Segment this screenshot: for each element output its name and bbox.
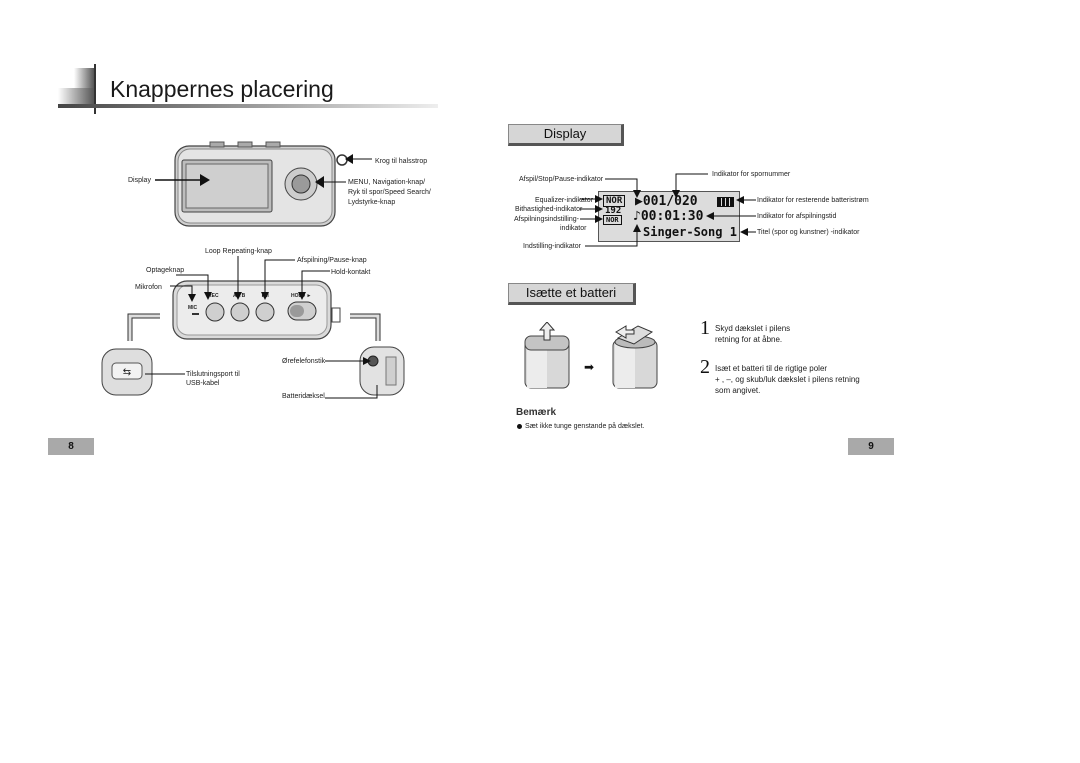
step-arrow: ➡ [584, 360, 595, 374]
btn-rec-label: REC [208, 293, 219, 299]
top-callout-arrows [170, 256, 330, 302]
note-title: Bemærk [516, 407, 557, 418]
note-text: Sæt ikke tunge genstande på dækslet. [525, 423, 645, 430]
label-playmode-1: Afspilningsindstilling- [514, 216, 579, 223]
step2-number: 2 [700, 356, 710, 378]
battery-step2-illustration [608, 322, 663, 390]
label-hold: Hold-kontakt [331, 269, 371, 276]
label-playmode-2: indikator [560, 225, 587, 232]
step2-line2: + , –, og skub/luk dækslet i pilens retn… [715, 375, 860, 384]
device-top-illustration [170, 278, 345, 344]
label-display: Display [128, 177, 151, 184]
label-strap: Krog til halsstrop [375, 158, 428, 165]
page-number-left: 8 [48, 438, 94, 455]
lcd-track: ▶001/020 [635, 194, 698, 209]
usb-callout [145, 373, 185, 375]
label-battery-indicator: Indikator for resterende batteristrøm [757, 197, 869, 204]
earphone-end-illustration [358, 345, 408, 397]
step1-line2: retning for at åbne. [715, 335, 783, 344]
svg-text:⇆: ⇆ [123, 367, 131, 378]
label-usb-1: Tilslutningsport til [186, 371, 240, 378]
label-playtime: Indikator for afspilningstid [757, 213, 837, 220]
label-track-no: Indikator for spornummer [712, 171, 791, 178]
label-mic: Mikrofon [135, 284, 162, 291]
battery-step1-illustration [520, 321, 575, 390]
label-settings: Indstilling-indikator [523, 243, 581, 250]
title-decoration [58, 64, 102, 114]
label-title-indicator: Titel (spor og kunstner) -indikator [757, 229, 860, 236]
label-battery-cover: Batteridæksel [282, 393, 325, 400]
lcd-mode: NOR [603, 215, 622, 225]
rotate-right-arrow [350, 313, 381, 341]
step1-line1: Skyd dækslet i pilens [715, 324, 791, 333]
earphone-callouts [325, 357, 378, 399]
page-title: Knappernes placering [110, 76, 334, 102]
title-underline [58, 104, 438, 108]
usb-end-illustration: ⇆ [100, 347, 155, 397]
label-play-stop: Afspil/Stop/Pause-indikator [519, 176, 604, 183]
note-bullet-icon [517, 424, 522, 429]
label-usb-2: USB-kabel [186, 380, 220, 387]
step2-line1: Isæt et batteri til de rigtige poler [715, 364, 828, 373]
lcd-song: Singer-Song 1 [643, 225, 737, 239]
lcd-bitrate: 192 [605, 206, 622, 216]
page-number-right: 9 [848, 438, 894, 455]
label-bitrate: Bithastighed-indikator [515, 206, 583, 213]
step1-number: 1 [700, 317, 710, 339]
battery-header: Isætte et batteri [508, 283, 636, 305]
label-earphone: Ørefelefonstik [282, 358, 326, 365]
mic-text: MIC [188, 305, 198, 311]
lcd-battery-icon [717, 197, 734, 207]
display-header: Display [508, 124, 624, 146]
label-loop: Loop Repeating-knap [205, 248, 272, 255]
lcd-time: ♪00:01:30 [633, 209, 704, 224]
lcd-eq: NOR [603, 195, 626, 207]
device-front-illustration [120, 140, 360, 235]
display-callout-arrows [580, 173, 756, 247]
label-eq: Equalizer-indikator [535, 197, 593, 204]
label-menu-2: Ryk til spor/Speed Search/ [348, 189, 431, 196]
step2-line3: som angivet. [715, 386, 761, 395]
rotate-left-arrow [127, 313, 160, 341]
label-rec: Optageknap [146, 267, 185, 274]
label-play: Afspilning/Pause-knap [297, 257, 367, 264]
label-menu-3: Lydstyrke-knap [348, 199, 396, 206]
front-callout-arrows [155, 154, 372, 188]
label-menu-1: MENU, Navigation-knap/ [348, 179, 426, 186]
